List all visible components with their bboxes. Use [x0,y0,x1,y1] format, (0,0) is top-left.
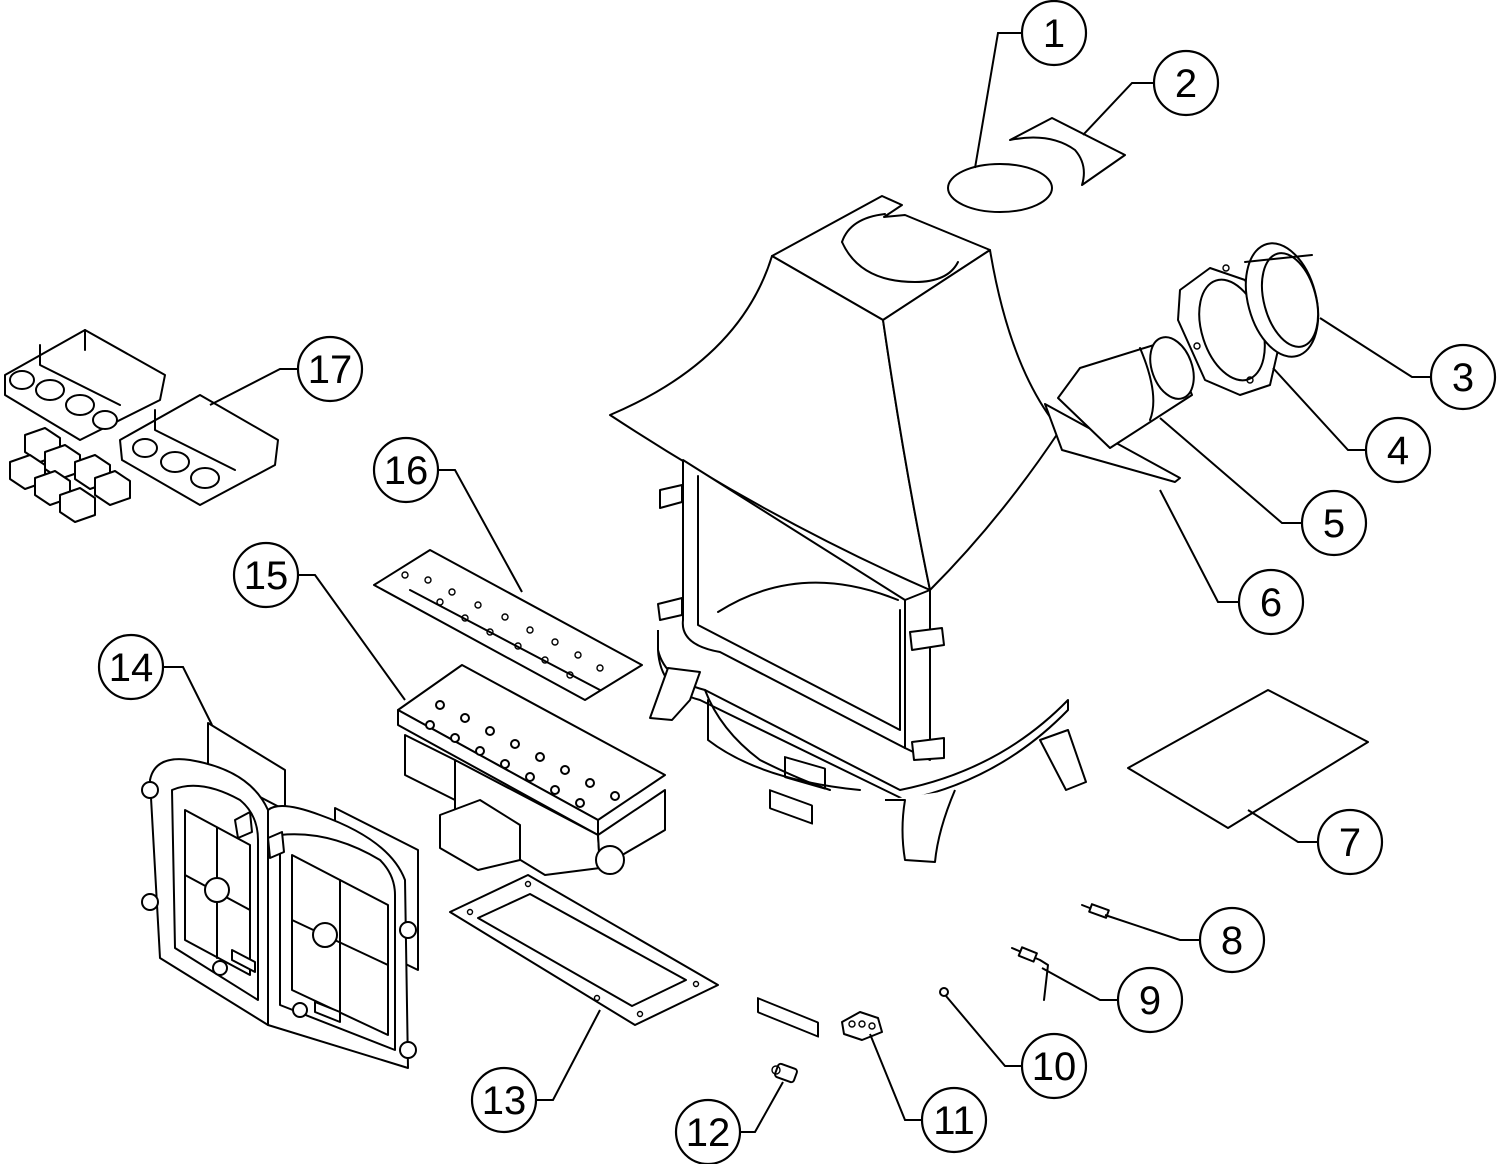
svg-text:16: 16 [384,449,429,493]
leader-lines [163,32,1431,1133]
callout-11: 11 [920,1086,988,1154]
callout-2: 2 [1152,49,1220,117]
part-13-burner-gasket [449,874,719,1026]
callout-5: 5 [1300,489,1368,557]
svg-text:1: 1 [1043,12,1065,56]
svg-text:14: 14 [109,646,154,690]
callout-9: 9 [1116,966,1184,1034]
svg-text:17: 17 [308,348,353,392]
part-9-thermocouple [1011,946,1049,1001]
svg-text:7: 7 [1339,821,1361,865]
svg-text:3: 3 [1452,356,1474,400]
svg-text:6: 6 [1260,581,1282,625]
callout-1: 1 [1020,0,1088,67]
part-15-burner-assembly [397,664,666,876]
svg-text:11: 11 [933,1099,975,1143]
part-17-log-set [4,329,279,523]
svg-text:5: 5 [1323,502,1345,546]
svg-text:2: 2 [1175,62,1197,106]
callout-7: 7 [1316,808,1384,876]
callout-10: 10 [1020,1032,1088,1100]
part-14-doors [141,722,419,1069]
part-1-flue-disc [947,163,1053,213]
callout-12: 12 [674,1098,742,1164]
callout-6: 6 [1237,568,1305,636]
part-16-burner-plate [373,549,643,701]
stove-body [609,195,1087,1038]
svg-text:12: 12 [686,1111,731,1155]
svg-text:8: 8 [1221,919,1243,963]
callout-4: 4 [1364,416,1432,484]
part-3-flue-collar [1244,242,1320,358]
svg-text:10: 10 [1032,1045,1077,1089]
burner-holes [425,700,620,808]
svg-text:15: 15 [244,554,289,598]
part-7-floor-plate [1127,689,1369,829]
callout-14: 14 [97,633,165,701]
part-11-pilot-assembly [841,1011,883,1041]
callout-15: 15 [232,541,300,609]
part-10-screw [939,987,949,997]
callout-17: 17 [296,335,364,403]
part-12-injector [771,1062,798,1084]
plate-holes [401,571,604,679]
callout-8: 8 [1198,906,1266,974]
callout-13: 13 [470,1066,538,1134]
part-8-electrode [1081,903,1110,919]
svg-text:9: 9 [1139,979,1161,1023]
svg-text:4: 4 [1387,429,1409,473]
ember-blocks [9,427,131,523]
part-5-flue-spigot [1057,336,1195,449]
callout-3: 3 [1429,343,1497,411]
svg-text:13: 13 [482,1079,527,1123]
callout-16: 16 [372,436,440,504]
part-2-top-plate [1009,117,1126,186]
